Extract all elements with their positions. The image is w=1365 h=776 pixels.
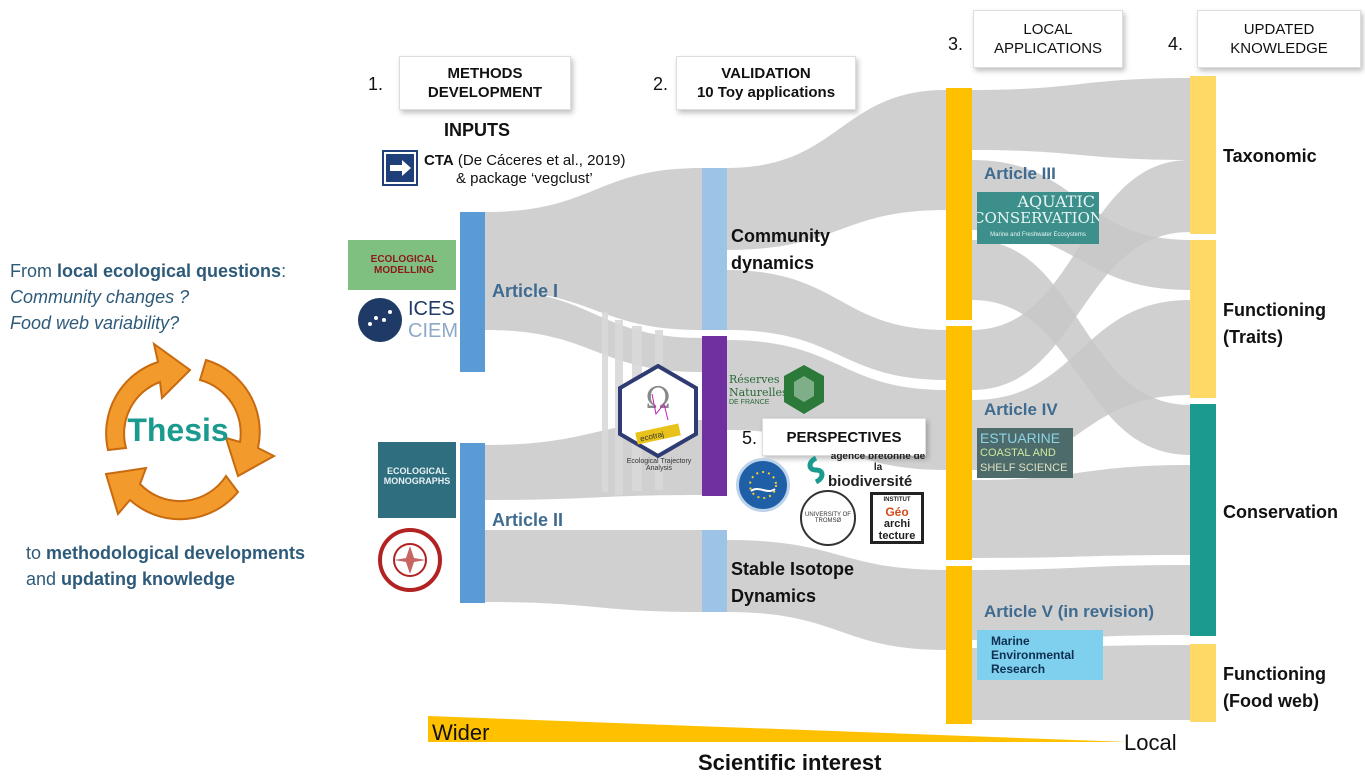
step-1-number: 1. — [368, 74, 384, 94]
conservation-label: Conservation — [1223, 502, 1339, 522]
article-5-label: Article V (in revision) — [984, 602, 1155, 621]
eu-network-logo — [736, 458, 790, 512]
conservation-bar — [1190, 404, 1216, 636]
updating-knowledge: updating knowledge — [61, 569, 236, 589]
cta-bold: CTA — [424, 152, 454, 169]
inputs-title: INPUTS — [444, 120, 511, 140]
reserves-turtle-icon — [784, 365, 824, 414]
article-3-bar — [946, 88, 972, 320]
reserves-naturelles-logo: Réserves Naturelles DE FRANCE — [729, 372, 788, 406]
ecological-monographs-logo: ECOLOGICAL MONOGRAPHS — [378, 442, 456, 518]
article-2-bar — [460, 443, 485, 603]
article-2-label: Article II — [492, 510, 564, 530]
step-5-number: 5. — [742, 428, 758, 448]
aquatic-conservation-logo: AQUATIC CONSERVATION Marine and Freshwat… — [977, 192, 1099, 244]
university-tromso-logo: UNIVERSITY OF TROMSØ — [800, 490, 856, 546]
article-4-bar — [946, 326, 972, 560]
functioning-foodweb-bar — [1190, 644, 1216, 722]
flow-isotope-article5 — [727, 540, 946, 650]
step-4-line2: KNOWLEDGE — [1230, 40, 1328, 57]
taxonomic-bar — [1190, 76, 1216, 234]
flow-article2-isotope — [485, 530, 702, 612]
functioning-foodweb-label: Functioning (Food web) — [1223, 664, 1326, 711]
flow-a5-conservation — [972, 565, 1190, 640]
functioning-traits-bar — [1190, 240, 1216, 398]
question-1: Community changes ? — [10, 287, 190, 307]
scale-triangle — [428, 716, 1128, 742]
ecotraj-hex-logo: Ω — [618, 364, 698, 458]
article-1-label: Article I — [492, 281, 559, 301]
cycle-to-text: to methodological developments and updat… — [26, 543, 306, 589]
local-questions: local ecological questions — [57, 261, 282, 281]
svg-text:Ω: Ω — [646, 381, 671, 416]
agence-bretonne-biodiversite-logo: agence bretonne de la biodiversité — [828, 454, 926, 486]
methodological-developments: methodological developments — [46, 543, 306, 563]
flow-a4-traits — [972, 300, 1190, 470]
scale-title: Scientific interest — [698, 750, 882, 775]
geoarchitecture-logo: INSTITUT Géo archi tecture — [870, 492, 924, 544]
question-2: Food web variability? — [10, 313, 180, 333]
ices-logo: ICES CIEM — [356, 296, 458, 344]
step-3-header: LOCAL APPLICATIONS — [973, 10, 1123, 68]
article-3-label: Article III — [984, 164, 1056, 183]
cta-reference: CTA (De Cáceres et al., 2019) & package … — [424, 152, 625, 188]
functioning-traits-label: Functioning (Traits) — [1223, 300, 1326, 347]
flow-community-article4 — [727, 270, 946, 380]
step-2-line1: VALIDATION — [721, 65, 811, 82]
right-arrow-icon — [382, 150, 418, 186]
step-4-line1: UPDATED — [1243, 21, 1315, 38]
step-1-header: METHODS DEVELOPMENT — [399, 56, 571, 110]
step-1-line1: METHODS — [447, 65, 523, 82]
marine-environmental-research-logo: Marine Environmental Research — [977, 630, 1103, 680]
step-5-line1: PERSPECTIVES — [786, 428, 902, 446]
society-seal-logo — [378, 528, 442, 592]
step-2-line2: 10 Toy applications — [696, 84, 836, 101]
flow-article1-community — [485, 168, 702, 330]
community-dynamics-label: Community dynamics — [731, 226, 830, 273]
community-dynamics-bar — [702, 168, 727, 330]
thesis-label: Thesis — [127, 412, 229, 448]
circular-arrows-icon — [104, 341, 277, 521]
ecological-modelling-logo: ECOLOGICAL MODELLING — [348, 240, 456, 290]
step-1-line2: DEVELOPMENT — [427, 84, 543, 101]
cta-citation: (De Cáceres et al., 2019) — [453, 152, 626, 169]
step-3-number: 3. — [948, 34, 964, 54]
cycle-from-text: From local ecological questions: Communi… — [10, 261, 287, 333]
stable-isotope-label: Stable Isotope Dynamics — [731, 559, 855, 606]
flow-article1-purple — [485, 290, 702, 372]
step-4-number: 4. — [1168, 34, 1184, 54]
stable-isotope-bar — [702, 530, 727, 612]
step-5-header: PERSPECTIVES — [762, 418, 926, 456]
step-2-header: VALIDATION 10 Toy applications — [676, 56, 856, 110]
article-4-label: Article IV — [984, 400, 1058, 419]
article-5-bar — [946, 566, 972, 724]
abb-swirl-icon — [807, 456, 825, 484]
scale-wider-label: Wider — [432, 720, 490, 745]
estuarine-coastal-shelf-logo: ESTUARINE COASTAL AND SHELF SCIENCE — [977, 428, 1073, 478]
flow-a4-conservation — [972, 465, 1190, 558]
step-3-line1: LOCAL — [1023, 21, 1073, 38]
purple-bar — [702, 336, 727, 496]
step-4-header: UPDATED KNOWLEDGE — [1197, 10, 1361, 68]
flow-a4-taxonomic — [972, 160, 1190, 390]
eta-caption: Ecological Trajectory Analysis — [626, 458, 692, 472]
flow-community-article3 — [727, 90, 946, 250]
scale-local-label: Local — [1124, 730, 1177, 755]
taxonomic-label: Taxonomic — [1223, 146, 1317, 166]
article-1-bar — [460, 212, 485, 372]
cta-package: & package ‘vegclust’ — [456, 170, 593, 187]
step-3-line2: APPLICATIONS — [993, 40, 1103, 57]
flow-a3-taxonomic — [972, 78, 1190, 160]
step-2-number: 2. — [653, 74, 669, 94]
